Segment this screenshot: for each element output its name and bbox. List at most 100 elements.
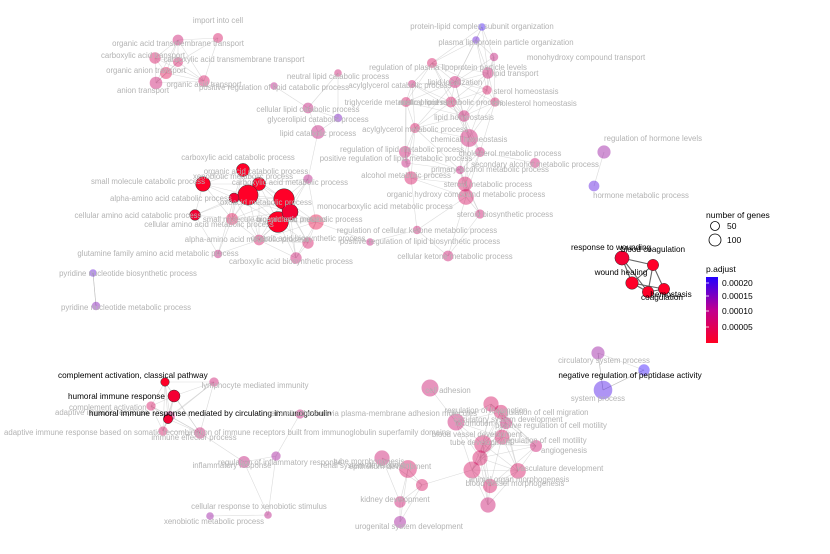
network-edge (450, 72, 489, 103)
network-edge (405, 62, 433, 103)
network-node (493, 404, 509, 420)
network-edge (431, 26, 483, 64)
network-edge (169, 415, 201, 434)
node-label: lipid transport (492, 69, 540, 78)
network-edge (209, 514, 269, 517)
network-node (213, 249, 223, 259)
network-node (91, 301, 101, 311)
node-label: regulation of plasma lipoprotein particl… (369, 63, 527, 72)
network-edge (455, 421, 507, 424)
network-edge (465, 196, 481, 215)
network-edge (203, 37, 219, 82)
network-edge (150, 405, 164, 432)
network-edge (399, 484, 423, 503)
network-node (474, 146, 486, 158)
network-edge (479, 151, 536, 164)
node-label: lipid catabolic process (280, 129, 356, 138)
network-edge (177, 39, 205, 82)
node-label: circulatory system process (558, 356, 650, 365)
network-node (409, 122, 421, 134)
network-node (475, 209, 485, 219)
node-label: organic anion transport (106, 66, 187, 75)
network-node (271, 451, 281, 461)
network-node (489, 52, 499, 62)
network-edge (369, 229, 418, 243)
network-node (448, 75, 462, 89)
node-label: carboxylic acid catabolic process (181, 153, 295, 162)
node-label: xenobiotic metabolic process (164, 517, 264, 526)
node-label: monohydroxy compound transport (527, 53, 646, 62)
network-edge (155, 72, 167, 84)
network-edge (475, 39, 495, 58)
network-node (311, 125, 325, 139)
size-legend-label: 100 (727, 235, 741, 245)
network-node (225, 212, 239, 226)
network-edge (471, 469, 519, 472)
network-edge (463, 101, 496, 117)
network-node (302, 237, 314, 249)
node-label: cellular amino acid metabolic process (144, 220, 274, 229)
node-label: organic hydroxy compound metabolic proce… (387, 190, 546, 199)
network-node (334, 69, 342, 77)
network-edge (231, 218, 260, 241)
node-label: regulation of inflammatory response (218, 458, 342, 467)
network-node (212, 32, 224, 44)
network-edge (479, 457, 489, 506)
network-node (198, 75, 210, 87)
network-node (472, 450, 488, 466)
node-label: lymphocyte mediated immunity (201, 381, 308, 390)
network-node (308, 214, 324, 230)
network-edge (597, 352, 645, 371)
network-edge (479, 101, 496, 153)
network-edge (501, 436, 519, 472)
network-edge (471, 469, 489, 506)
node-label: angiogenesis (541, 446, 587, 455)
network-edge (416, 229, 449, 257)
network-edge (405, 162, 461, 171)
node-label: chemical homeostasis (431, 135, 508, 144)
node-label: hormone metabolic process (593, 191, 689, 200)
network-node (302, 102, 314, 114)
node-label: blood coagulation (621, 245, 686, 254)
node-label: alcohol metabolic process (361, 171, 451, 180)
network-edge (431, 62, 456, 83)
network-edge (243, 455, 277, 463)
network-node (172, 34, 184, 46)
node-label: renal system development (320, 461, 412, 470)
network-edge (468, 137, 481, 153)
network-node (494, 429, 510, 445)
network-edge (450, 101, 481, 153)
network-edge (414, 115, 465, 129)
node-label: wound healing (594, 268, 648, 277)
network-node (593, 380, 613, 400)
network-node (146, 401, 156, 411)
network-edge (177, 37, 219, 63)
network-edge (482, 411, 502, 445)
network-edge (429, 387, 457, 423)
network-node (597, 145, 611, 159)
network-edge (399, 468, 409, 503)
network-edge (500, 411, 519, 472)
node-label: carboxylic acid transmembrane transport (164, 55, 306, 64)
network-node (374, 450, 390, 466)
size-legend-title: number of genes (706, 210, 770, 220)
node-label: regulation of cell migration (497, 408, 588, 417)
network-node (647, 259, 659, 271)
node-label: anion transport (117, 86, 170, 95)
color-legend-tick-label: 0.00010 (722, 306, 753, 316)
node-label: sterol homeostasis (493, 87, 558, 96)
network-edge (517, 445, 537, 472)
network-edge (471, 469, 491, 487)
node-label: pyridine nucleotide metabolic process (61, 303, 191, 312)
network-node (510, 463, 526, 479)
network-node (426, 57, 438, 69)
node-label: response to wounding (571, 243, 652, 252)
network-node (228, 192, 240, 204)
node-label: regulation of cell motility (503, 436, 586, 445)
node-label: regulation of lipid metabolic process (340, 145, 464, 154)
network-node (483, 396, 499, 412)
network-edge (482, 443, 519, 472)
network-edge (489, 436, 503, 487)
network-edge (273, 85, 309, 109)
network-edge (258, 178, 309, 185)
